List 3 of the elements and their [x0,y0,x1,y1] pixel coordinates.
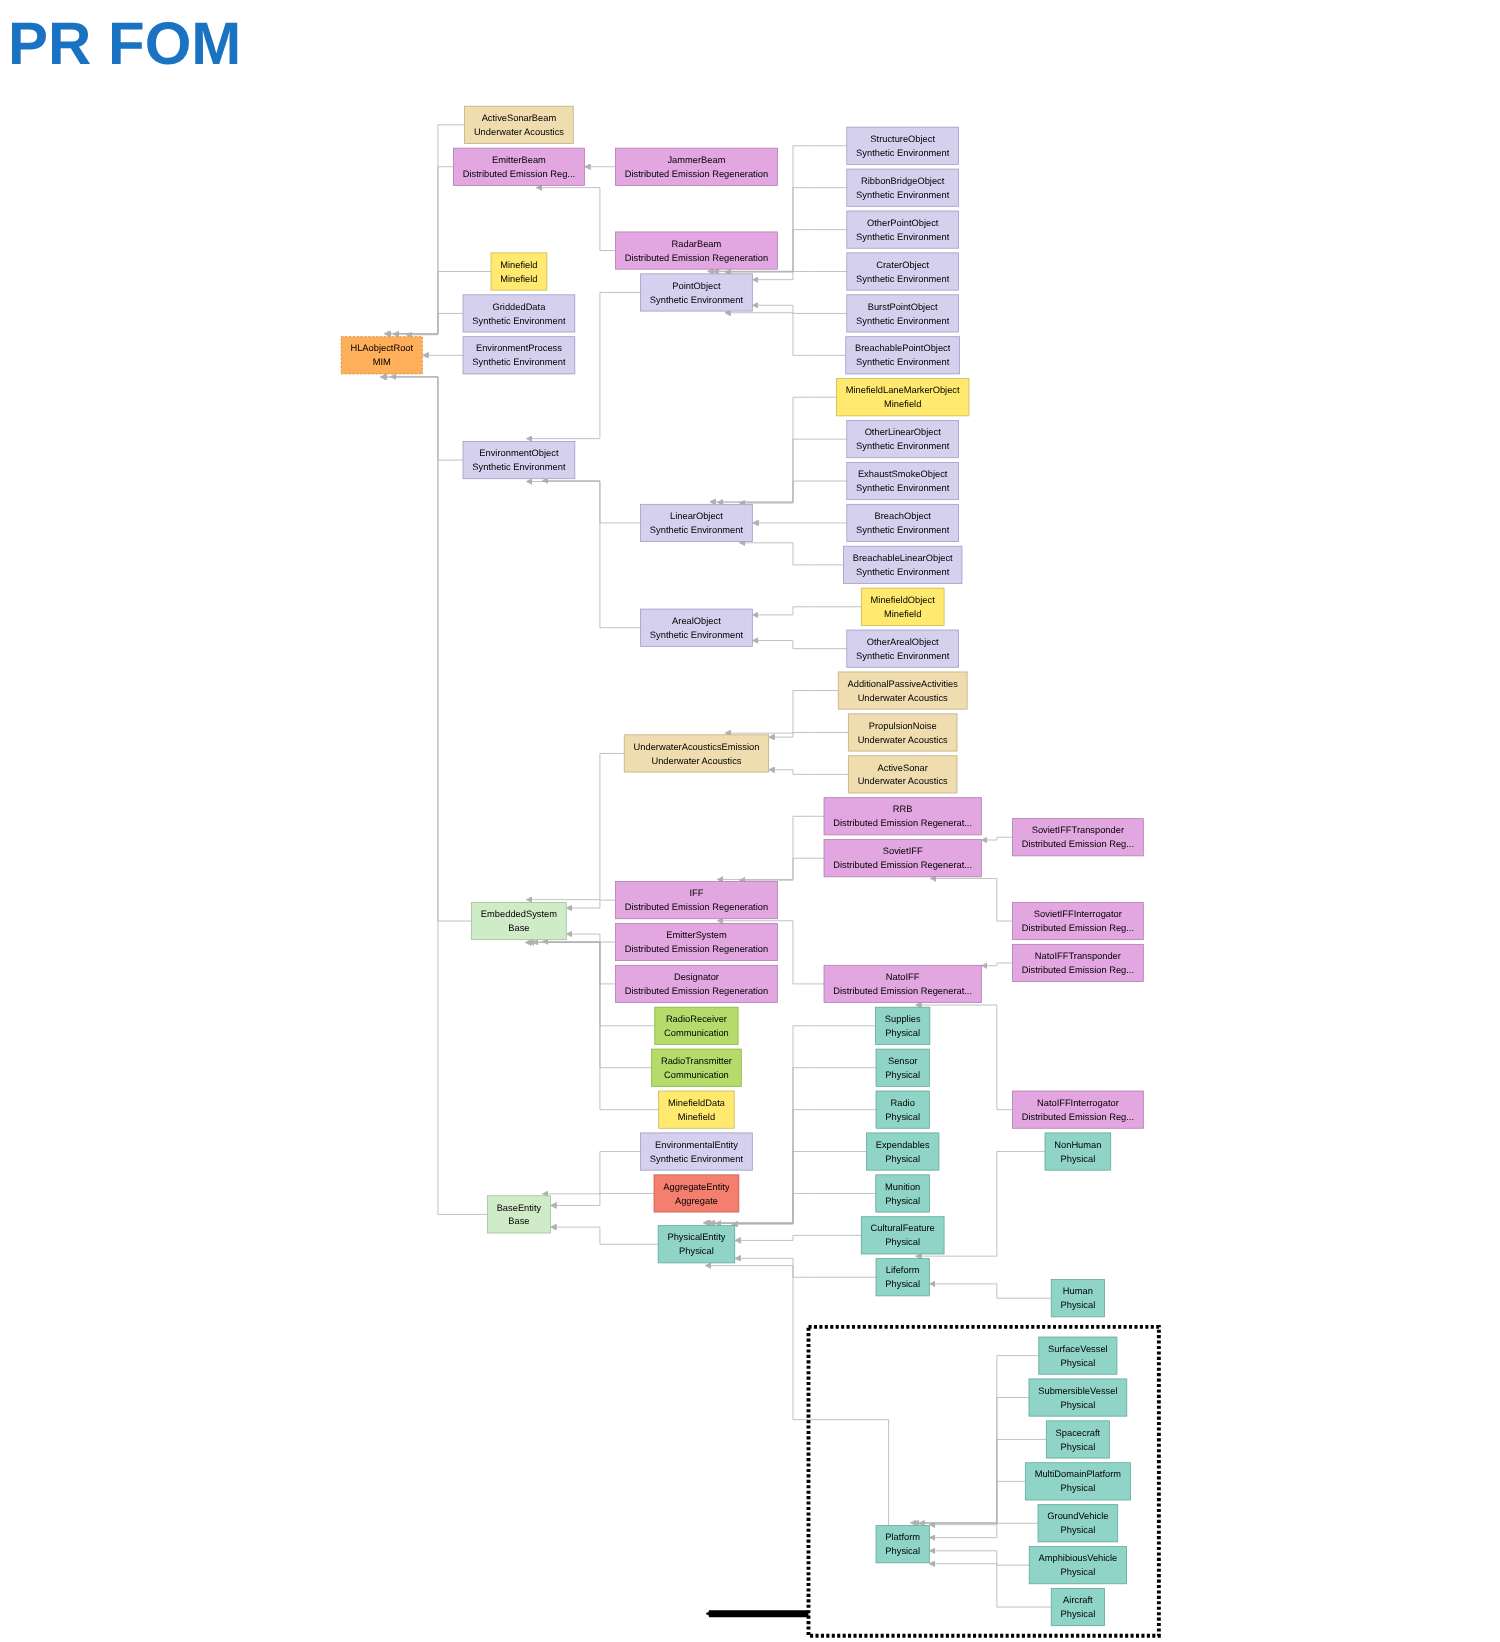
cluster [806,1325,1161,1638]
arrow [705,1610,812,1618]
title: PR FOM [8,12,242,80]
